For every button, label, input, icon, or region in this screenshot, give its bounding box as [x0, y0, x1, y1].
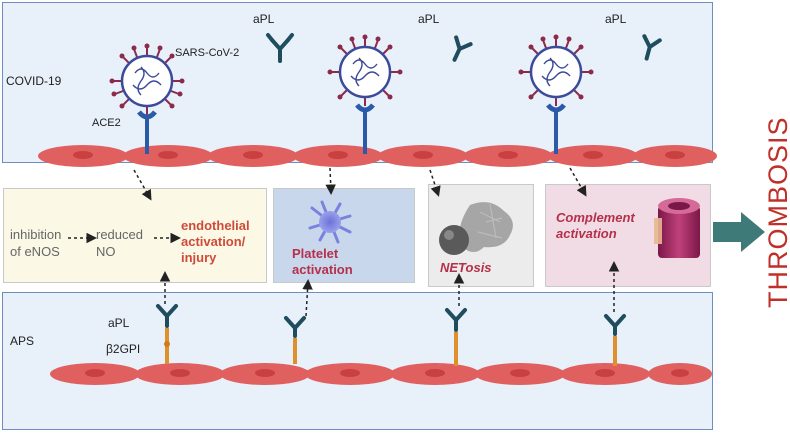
dashed-arrow [429, 169, 441, 197]
cell-nucleus [340, 369, 360, 377]
virus-icon [518, 34, 594, 106]
cell-nucleus [243, 151, 263, 159]
virus-icon [109, 43, 185, 115]
antibody-icon [642, 34, 662, 61]
cell-nucleus [328, 151, 348, 159]
apl-label: aPL [418, 12, 440, 26]
complement-activation-label: Complement activation [556, 210, 635, 241]
platelet-icon [308, 200, 352, 244]
cell-nucleus [73, 151, 93, 159]
cell-nucleus [498, 151, 518, 159]
cell-nucleus [255, 369, 275, 377]
thrombosis-arrow-icon [713, 212, 765, 252]
thrombosis-text: THROMBOSIS [763, 116, 790, 308]
b2gpi-label: β2GPI [106, 342, 141, 356]
cell-nucleus [425, 369, 445, 377]
ace2-receptor-icon [546, 103, 566, 154]
cell-nucleus [413, 151, 433, 159]
cell-nucleus [583, 151, 603, 159]
netosis-label: NETosis [440, 260, 492, 275]
antibody-b2gpi-icon [604, 314, 626, 366]
netosis-icon [439, 202, 513, 255]
cell-nucleus [85, 369, 105, 377]
cell-nucleus [510, 369, 530, 377]
endothelial-activation-label: endothelial activation/ injury [181, 218, 250, 265]
dashed-arrow [569, 167, 587, 197]
top-endothelial-row [38, 145, 717, 167]
cell-nucleus [170, 369, 190, 377]
apl-label: aPL [605, 12, 627, 26]
cell-nucleus [671, 369, 689, 377]
bottom-endothelial-row [50, 363, 712, 385]
dashed-arrow [302, 279, 313, 317]
platelet-box [273, 188, 415, 283]
covid-label: COVID-19 [6, 74, 62, 88]
ace2-label: ACE2 [92, 117, 121, 129]
ace2-receptor-icon [355, 103, 375, 154]
aps-panel [2, 292, 713, 430]
antibody-icon [452, 35, 473, 62]
cell-nucleus [665, 151, 685, 159]
apl-label: aPL [253, 12, 275, 26]
endothelial-box [3, 188, 267, 283]
dashed-arrow [133, 169, 152, 201]
sars-cov-2-label: SARS-CoV-2 [175, 47, 240, 59]
antibody-b2gpi-icon [284, 316, 306, 364]
apl-label-bottom: aPL [108, 316, 130, 330]
cell-nucleus [595, 369, 615, 377]
cell-nucleus [158, 151, 178, 159]
antibody-b2gpi-icon [445, 308, 467, 366]
ace2-receptor-icon [137, 110, 157, 154]
virus-icon [327, 34, 403, 106]
antibody-icon [266, 33, 294, 63]
reduced-no-label: reduced NO [96, 227, 143, 259]
complement-pore-icon [654, 198, 700, 258]
dashed-arrow [325, 167, 336, 195]
platelet-activation-label: Platelet activation [292, 246, 353, 277]
inhibition-enos-label: inhibition of eNOS [10, 227, 62, 259]
aps-label: APS [10, 334, 35, 348]
antibody-b2gpi-icon [156, 304, 178, 364]
